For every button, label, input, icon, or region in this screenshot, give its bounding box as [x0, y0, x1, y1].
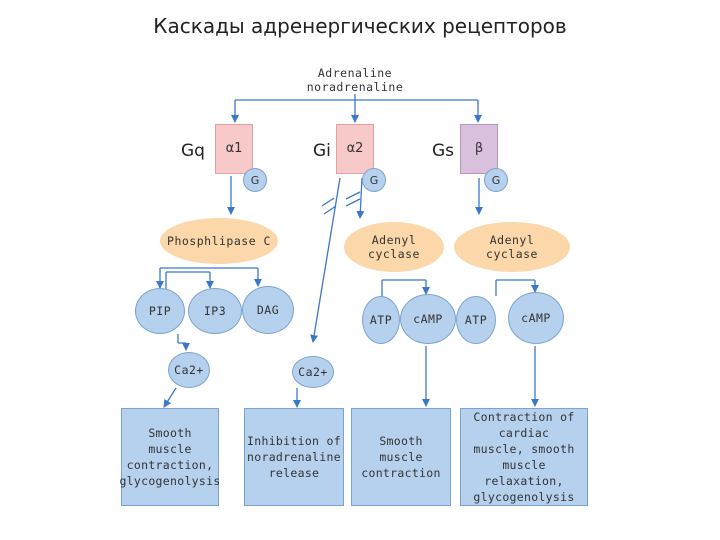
alpha2-g-protein: G [362, 168, 386, 192]
calcium-node-mid: Ca2+ [292, 356, 334, 388]
adenyl-cyclase-1: Adenyl cyclase [344, 222, 444, 272]
atp-node-1: ATP [362, 296, 400, 344]
ip3-node: IP3 [188, 288, 242, 334]
calcium-node-left: Ca2+ [168, 352, 210, 388]
beta-g-protein: G [484, 168, 508, 192]
outcome-alpha2: Inhibition of noradrenaline release [244, 408, 344, 506]
camp-node-2: cAMP [508, 292, 564, 344]
ligand-line-1: Adrenaline [317, 66, 393, 80]
atp-node-2: ATP [456, 296, 496, 344]
gq-label: Gq [181, 141, 205, 161]
ligand-line-2: noradrenaline [306, 80, 404, 94]
camp-node-1: cAMP [400, 294, 456, 344]
outcome-alpha1: Smooth muscle contraction, glycogenolysi… [119, 408, 220, 506]
phospholipase-c: Phosphlipase C [160, 218, 278, 264]
diagram-title: Каскады адренергических рецепторов [153, 14, 567, 38]
gi-label: Gi [313, 141, 331, 161]
gs-label: Gs [432, 141, 455, 161]
outcome-beta-1: Smooth muscle contraction [351, 408, 451, 506]
beta-receptor: β [460, 124, 498, 174]
pip-node: PIP [135, 288, 185, 334]
dag-node: DAG [242, 286, 294, 334]
adenyl-cyclase-2: Adenyl cyclase [454, 222, 570, 272]
outcome-beta-2: Contraction of cardiac muscle, smooth mu… [460, 408, 588, 506]
alpha2-receptor: α2 [336, 124, 374, 174]
ligand-label: Adrenaline noradrenaline [280, 66, 430, 94]
alpha1-receptor: α1 [215, 124, 253, 174]
alpha1-g-protein: G [243, 168, 267, 192]
